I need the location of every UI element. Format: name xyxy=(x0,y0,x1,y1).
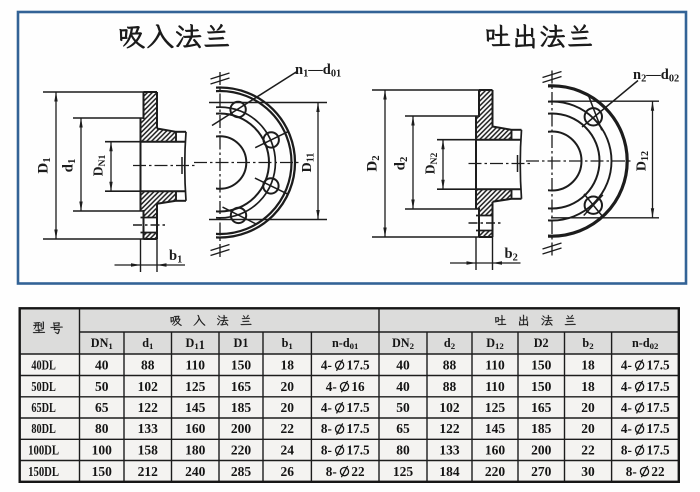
svg-text:102: 102 xyxy=(138,379,159,394)
svg-text:145: 145 xyxy=(185,400,206,415)
svg-text:165: 165 xyxy=(231,379,252,394)
svg-text:24: 24 xyxy=(280,443,294,458)
svg-text:8-: 8- xyxy=(626,464,637,479)
svg-text:D2: D2 xyxy=(534,336,549,350)
svg-text:8-: 8- xyxy=(326,464,337,479)
svg-text:220: 220 xyxy=(485,464,506,479)
svg-text:65DL: 65DL xyxy=(31,400,56,415)
svg-text:122: 122 xyxy=(439,421,460,436)
svg-text:184: 184 xyxy=(439,464,460,479)
svg-text:17.5: 17.5 xyxy=(647,379,670,394)
svg-text:D11: D11 xyxy=(186,336,205,352)
svg-text:17.5: 17.5 xyxy=(647,400,670,415)
svg-text:22: 22 xyxy=(280,421,294,436)
svg-text:17.5: 17.5 xyxy=(347,443,370,458)
svg-text:88: 88 xyxy=(141,357,155,372)
svg-text:DN2: DN2 xyxy=(392,336,415,351)
svg-text:125: 125 xyxy=(485,400,506,415)
svg-text:40: 40 xyxy=(396,357,410,372)
svg-text:20: 20 xyxy=(581,421,595,436)
svg-text:285: 285 xyxy=(231,464,252,479)
svg-text:8-: 8- xyxy=(621,443,632,458)
svg-text:20: 20 xyxy=(280,379,294,394)
svg-text:185: 185 xyxy=(231,400,252,415)
svg-text:102: 102 xyxy=(439,400,460,415)
svg-text:22: 22 xyxy=(651,464,665,479)
svg-text:d1: d1 xyxy=(142,336,153,351)
svg-text:88: 88 xyxy=(443,379,457,394)
svg-text:40DL: 40DL xyxy=(31,357,56,372)
svg-text:125: 125 xyxy=(185,379,206,394)
svg-text:17.5: 17.5 xyxy=(347,400,370,415)
svg-text:145: 145 xyxy=(485,421,506,436)
svg-text:4-: 4- xyxy=(321,400,332,415)
svg-text:4-: 4- xyxy=(621,379,632,394)
svg-text:110: 110 xyxy=(485,357,505,372)
svg-text:80: 80 xyxy=(396,443,410,458)
svg-text:8-: 8- xyxy=(321,421,332,436)
svg-text:133: 133 xyxy=(439,443,460,458)
svg-text:18: 18 xyxy=(280,357,294,372)
svg-text:150: 150 xyxy=(531,379,552,394)
svg-text:17.5: 17.5 xyxy=(647,357,670,372)
svg-text:150: 150 xyxy=(92,464,113,479)
svg-text:80: 80 xyxy=(95,421,109,436)
svg-text:DN1: DN1 xyxy=(91,336,113,351)
svg-text:110: 110 xyxy=(185,357,205,372)
svg-text:50: 50 xyxy=(396,400,410,415)
svg-text:100: 100 xyxy=(92,443,113,458)
svg-text:17.5: 17.5 xyxy=(647,443,670,458)
svg-text:240: 240 xyxy=(185,464,206,479)
svg-text:4-: 4- xyxy=(621,421,632,436)
svg-text:200: 200 xyxy=(531,443,552,458)
svg-text:40: 40 xyxy=(396,379,410,394)
svg-text:17.5: 17.5 xyxy=(347,421,370,436)
svg-text:17.5: 17.5 xyxy=(647,421,670,436)
svg-text:8-: 8- xyxy=(321,443,332,458)
svg-text:150DL: 150DL xyxy=(28,464,59,479)
svg-text:4-: 4- xyxy=(326,379,337,394)
svg-text:160: 160 xyxy=(185,421,206,436)
svg-text:212: 212 xyxy=(138,464,159,479)
svg-text:133: 133 xyxy=(138,421,159,436)
svg-text:65: 65 xyxy=(95,400,109,415)
svg-text:4-: 4- xyxy=(621,357,632,372)
svg-text:18: 18 xyxy=(581,357,595,372)
svg-text:88: 88 xyxy=(443,357,457,372)
svg-text:4-: 4- xyxy=(321,357,332,372)
svg-text:185: 185 xyxy=(531,421,552,436)
svg-text:160: 160 xyxy=(485,443,506,458)
svg-text:26: 26 xyxy=(280,464,294,479)
svg-text:65: 65 xyxy=(396,421,410,436)
svg-text:40: 40 xyxy=(95,357,109,372)
svg-text:50: 50 xyxy=(95,379,109,394)
svg-text:20: 20 xyxy=(280,400,294,415)
svg-text:50DL: 50DL xyxy=(31,379,56,394)
svg-text:150: 150 xyxy=(231,357,252,372)
svg-text:16: 16 xyxy=(351,379,365,394)
svg-text:150: 150 xyxy=(531,357,552,372)
svg-text:22: 22 xyxy=(351,464,365,479)
svg-text:D1: D1 xyxy=(234,336,249,350)
svg-text:22: 22 xyxy=(581,443,595,458)
svg-text:122: 122 xyxy=(138,400,159,415)
svg-text:180: 180 xyxy=(185,443,206,458)
svg-text:20: 20 xyxy=(581,400,595,415)
svg-text:4-: 4- xyxy=(621,400,632,415)
svg-text:270: 270 xyxy=(531,464,552,479)
svg-text:165: 165 xyxy=(531,400,552,415)
svg-text:b1: b1 xyxy=(282,336,293,351)
svg-text:30: 30 xyxy=(581,464,595,479)
svg-text:100DL: 100DL xyxy=(28,443,59,458)
svg-text:220: 220 xyxy=(231,443,252,458)
svg-text:110: 110 xyxy=(485,379,505,394)
svg-text:d2: d2 xyxy=(444,336,456,351)
svg-text:18: 18 xyxy=(581,379,595,394)
svg-text:80DL: 80DL xyxy=(31,421,56,436)
svg-text:17.5: 17.5 xyxy=(347,357,370,372)
svg-text:158: 158 xyxy=(138,443,159,458)
svg-text:b2: b2 xyxy=(582,336,594,351)
svg-text:200: 200 xyxy=(231,421,252,436)
svg-text:125: 125 xyxy=(393,464,414,479)
